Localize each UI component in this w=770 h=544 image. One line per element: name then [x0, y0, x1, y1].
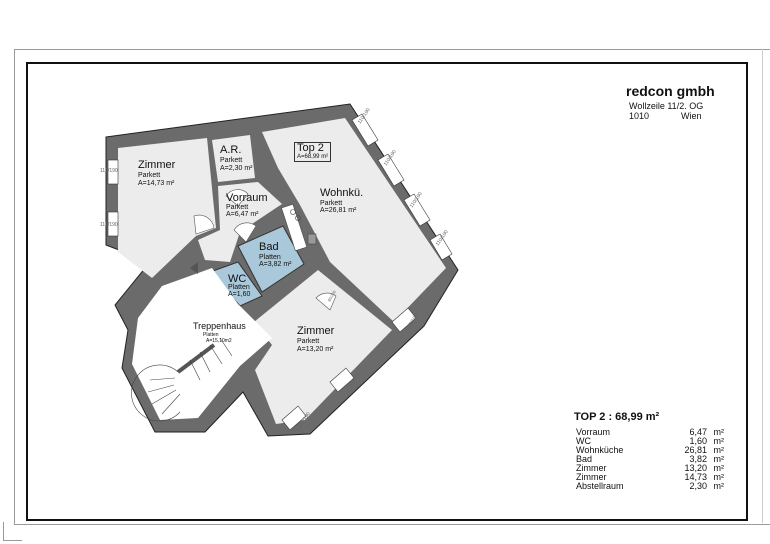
row-value: 13,20 — [684, 463, 707, 473]
row-value: 1,60 — [689, 436, 707, 446]
entrance-arrow-icon — [190, 262, 198, 274]
row-name: Abstellraum — [576, 481, 624, 491]
staircase — [131, 337, 233, 422]
dim-window-west-2: 110/190 — [100, 222, 118, 228]
summary-row: Zimmer 14,73 m² — [574, 473, 724, 482]
room-label-wohnkueche: Wohnkü. — [320, 187, 364, 199]
room-floor-wc: Platten — [228, 284, 250, 291]
row-value: 6,47 — [689, 427, 707, 437]
room-abstellraum — [212, 135, 255, 182]
row-unit: m² — [713, 427, 725, 437]
door-swings — [193, 189, 337, 311]
room-area-zimmer-south: A=13,20 m² — [297, 346, 334, 353]
unit-tag-area: A=68,99 m² — [297, 154, 329, 160]
room-zimmer-south — [254, 270, 392, 424]
room-area-wc: A=1,60 — [228, 291, 251, 298]
address-city: Wien — [681, 111, 702, 121]
room-label-bad: Bad — [259, 241, 279, 253]
room-label-vorraum: Vorraum — [226, 192, 268, 204]
company-name: redcon gmbh — [626, 83, 715, 99]
room-area-ar: A=2,30 m² — [220, 165, 253, 172]
row-name: Wohnküche — [576, 445, 624, 455]
row-name: Vorraum — [576, 427, 611, 437]
summary-row: Wohnküche 26,81 m² — [574, 446, 724, 455]
room-bad — [237, 225, 305, 293]
summary-row: Zimmer 13,20 m² — [574, 464, 724, 473]
row-unit: m² — [713, 445, 725, 455]
summary-row: Vorraum 6,47 m² — [574, 428, 724, 437]
row-name: Bad — [576, 454, 593, 464]
address-street: Wollzeile 11/2. OG — [629, 101, 704, 111]
room-floor-wohnkueche: Parkett — [320, 200, 343, 207]
room-floor-vorraum: Parkett — [226, 204, 249, 211]
room-floor-treppenhaus: Platten — [203, 332, 219, 338]
corner-crop-mark — [3, 522, 22, 541]
room-area-treppenhaus: A=15,10m2 — [206, 338, 232, 344]
row-value: 26,81 — [684, 445, 707, 455]
row-value: 3,82 — [689, 454, 707, 464]
row-value: 14,73 — [684, 472, 707, 482]
drawing-frame — [26, 62, 748, 521]
room-label-zimmer-west: Zimmer — [138, 159, 176, 171]
room-zimmer-west — [118, 138, 216, 278]
summary-row: Abstellraum 2,30 m² — [574, 482, 724, 491]
row-unit: m² — [713, 454, 725, 464]
summary-title: TOP 2 : 68,99 m² — [574, 411, 660, 423]
room-vorraum — [198, 182, 282, 262]
address-zip: 1010 — [629, 111, 650, 121]
unit-tag: Top 2 A=68,99 m² — [294, 142, 332, 162]
row-unit: m² — [713, 436, 725, 446]
windows — [107, 113, 453, 431]
row-name: Zimmer — [576, 472, 607, 482]
room-floor-bad: Platten — [259, 254, 281, 261]
room-area-vorraum: A=6,47 m² — [226, 211, 259, 218]
room-area-bad: A=3,82 m² — [259, 261, 292, 268]
room-treppenhaus — [132, 268, 272, 420]
kitchen-counter — [281, 203, 317, 252]
room-label-wc: WC — [228, 273, 247, 285]
room-wohnkueche — [262, 118, 446, 322]
outer-frame — [14, 49, 770, 525]
room-area-zimmer-west: A=14,73 m² — [138, 180, 175, 187]
row-value: 2,30 — [689, 481, 707, 491]
room-floor-zimmer-south: Parkett — [297, 338, 320, 345]
company-address: Wollzeile 11/2. OG 1010 Wien — [629, 101, 703, 121]
crop-mark — [762, 49, 763, 523]
dim-window-west-1: 110/190 — [100, 168, 118, 174]
row-unit: m² — [713, 472, 725, 482]
room-label-ar: A.R. — [220, 144, 242, 156]
row-name: WC — [576, 436, 591, 446]
room-floor-zimmer-west: Parkett — [138, 172, 161, 179]
row-name: Zimmer — [576, 463, 607, 473]
unit-tag-name: Top 2 — [297, 142, 324, 154]
row-unit: m² — [713, 481, 725, 491]
row-unit: m² — [713, 463, 725, 473]
dim-door: 80/200 — [327, 289, 338, 303]
room-label-treppenhaus: Treppenhaus — [193, 321, 246, 331]
room-area-wohnkueche: A=26,81 m² — [320, 207, 357, 214]
room-floor-ar: Parkett — [220, 157, 243, 164]
summary-row: WC 1,60 m² — [574, 437, 724, 446]
room-label-zimmer-south: Zimmer — [297, 325, 335, 337]
summary-row: Bad 3,82 m² — [574, 455, 724, 464]
